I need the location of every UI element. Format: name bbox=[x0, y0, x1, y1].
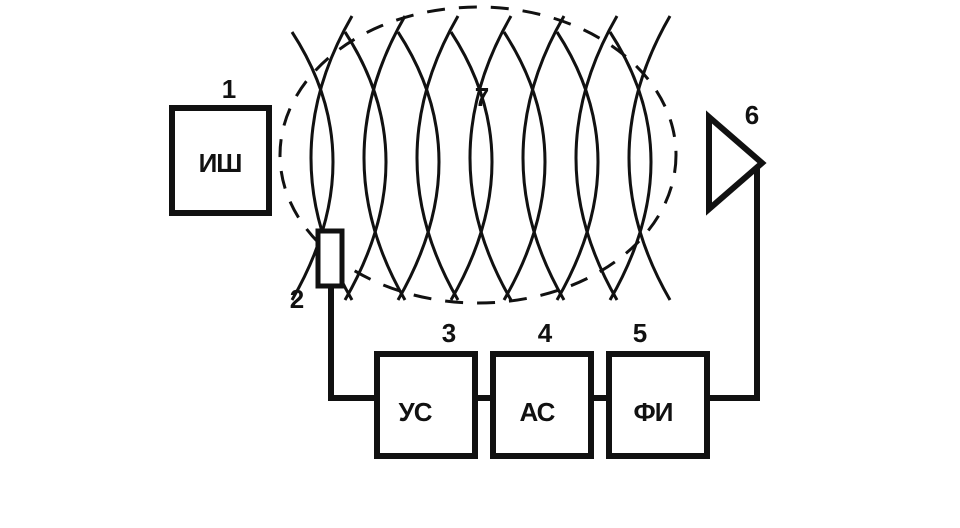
coil-arc-left bbox=[468, 15, 513, 301]
block-1-label: ИШ bbox=[199, 148, 242, 178]
block-4: АС 4 bbox=[490, 318, 594, 459]
field-envelope bbox=[278, 5, 678, 305]
coil-loops bbox=[290, 15, 672, 301]
block-3-frame bbox=[374, 351, 478, 459]
block-1: ИШ 1 bbox=[169, 74, 272, 216]
block-1-number: 1 bbox=[222, 74, 236, 104]
coil-arc-left bbox=[574, 15, 619, 301]
block-3-label: УС bbox=[399, 397, 433, 427]
coil-arc-right bbox=[396, 31, 441, 301]
block-5-label: ФИ bbox=[634, 397, 673, 427]
block-1-frame bbox=[169, 105, 272, 216]
antenna-6-number: 6 bbox=[745, 100, 759, 130]
block-5-number: 5 bbox=[633, 318, 647, 348]
coil-arc-right bbox=[290, 31, 335, 301]
sensor-2-frame bbox=[315, 228, 345, 289]
coil-arc-right bbox=[555, 31, 600, 301]
block-3-number: 3 bbox=[442, 318, 456, 348]
field-7-number: 7 bbox=[475, 82, 489, 112]
block-5: ФИ 5 bbox=[606, 318, 710, 459]
block-4-label: АС bbox=[520, 397, 556, 427]
block-3: УС 3 bbox=[374, 318, 478, 459]
block-4-frame bbox=[490, 351, 594, 459]
antenna-6: 6 bbox=[706, 100, 767, 216]
antenna-icon bbox=[706, 110, 767, 216]
coil-arc-right bbox=[449, 31, 494, 301]
sensor-2-number: 2 bbox=[290, 284, 304, 314]
coil-arc-left bbox=[627, 15, 672, 301]
coil-arc-left bbox=[521, 15, 566, 301]
block-5-frame bbox=[606, 351, 710, 459]
coil-arc-right bbox=[502, 31, 547, 301]
coil-arc-right bbox=[608, 31, 653, 301]
coil-arc-left bbox=[415, 15, 460, 301]
coil-arc-right bbox=[343, 31, 388, 301]
block-4-number: 4 bbox=[538, 318, 553, 348]
sensor-2: 2 bbox=[290, 228, 345, 314]
coil-arc-left bbox=[362, 15, 407, 301]
wire-2-3 bbox=[328, 288, 377, 401]
wire-5-6 bbox=[707, 163, 760, 401]
